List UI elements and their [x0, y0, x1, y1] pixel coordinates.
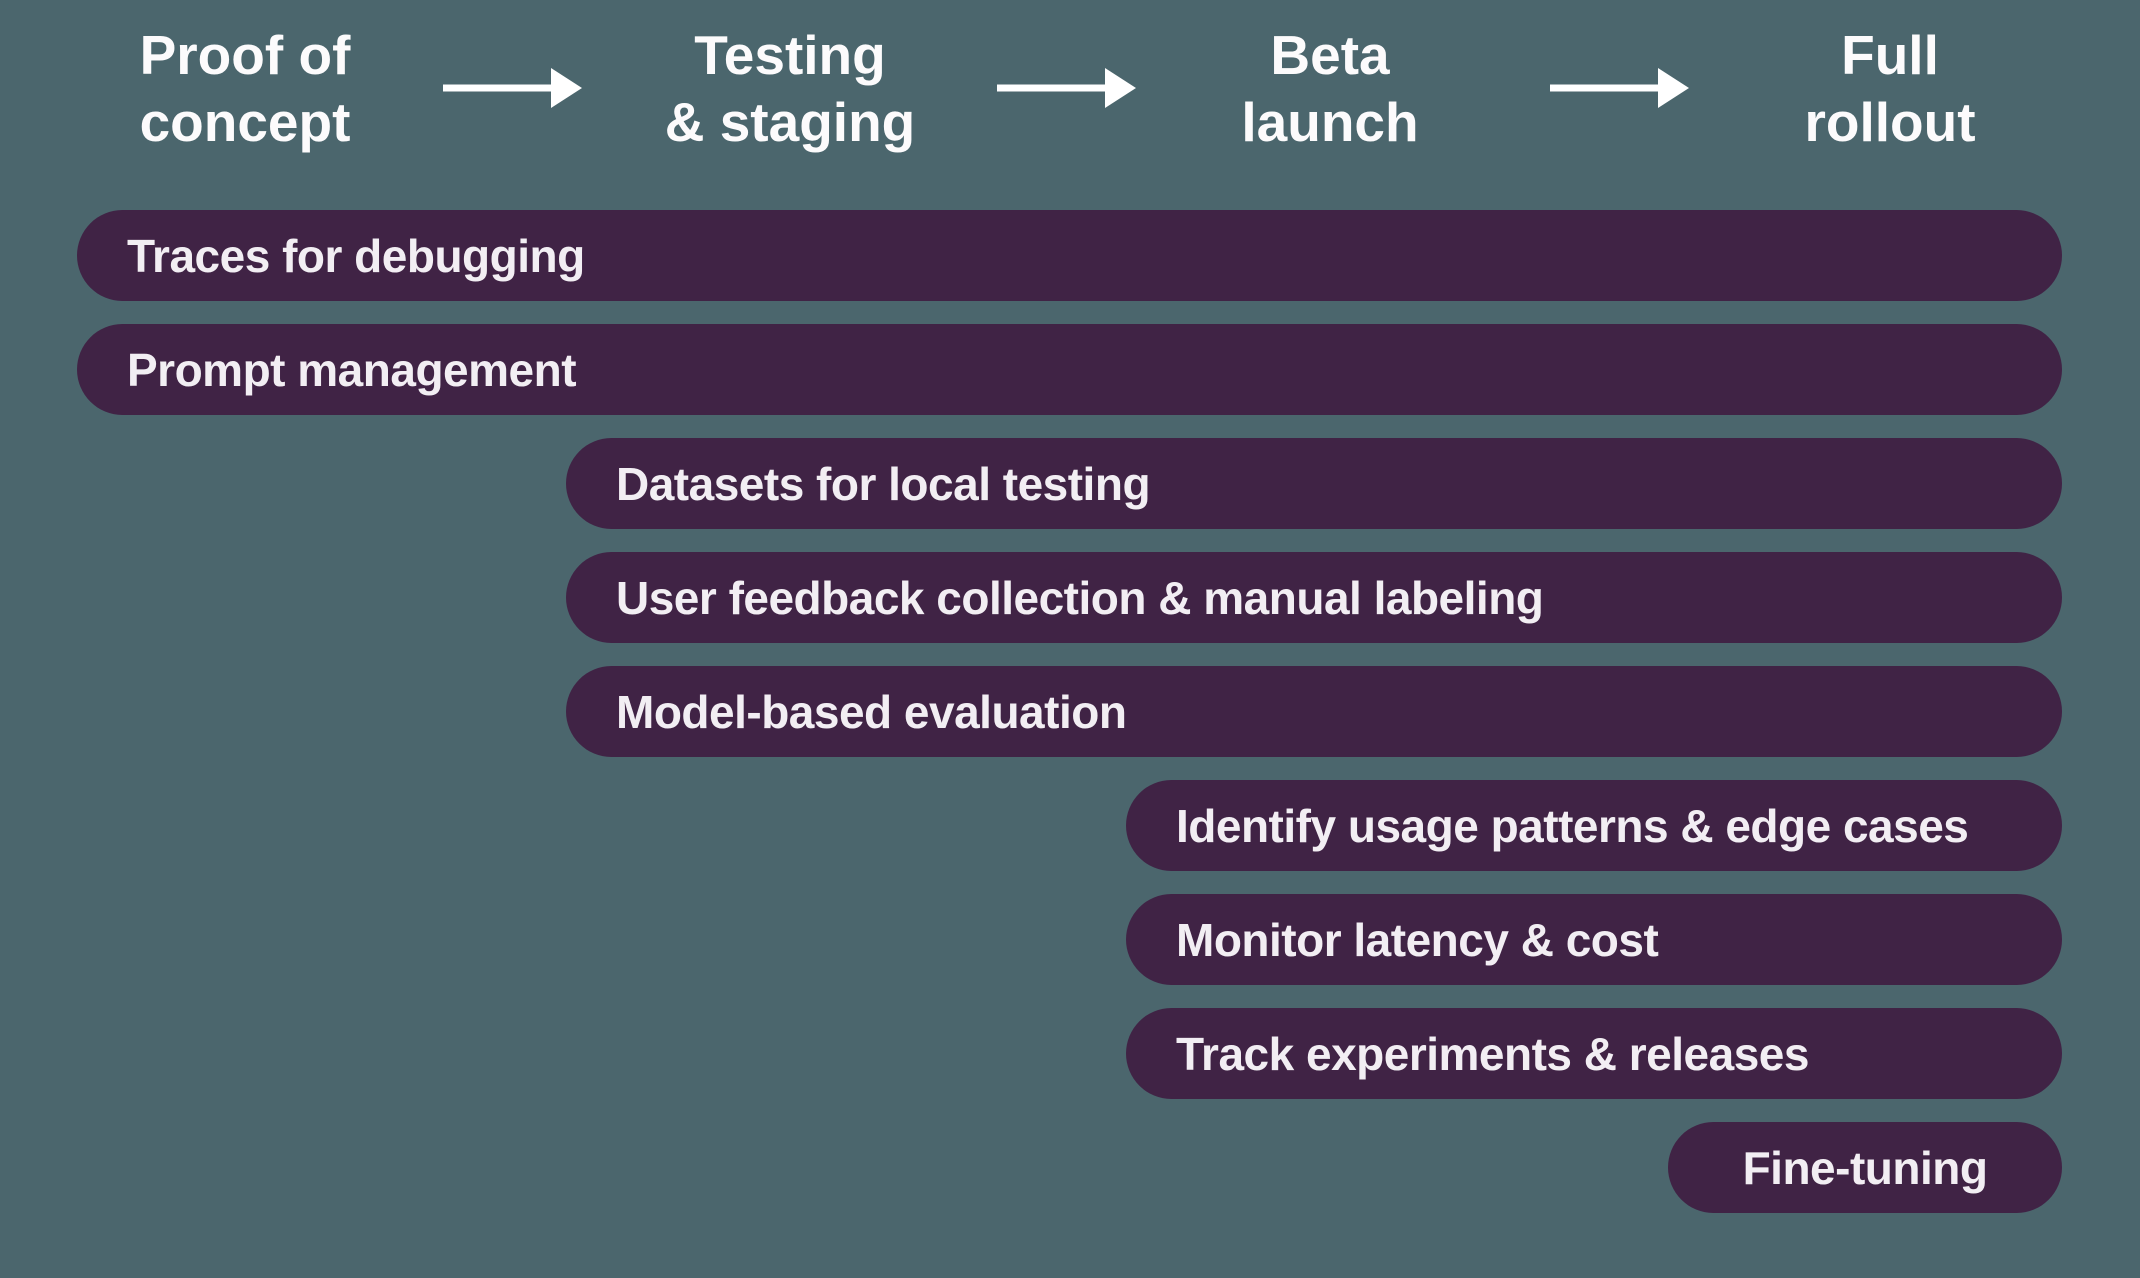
- phase-header-proof-of-concept: Proof of concept: [139, 24, 351, 153]
- arrow-right-icon: [997, 68, 1136, 108]
- bar-model-based-evaluation: Model-based evaluation: [566, 666, 2062, 757]
- bar-prompt-management: Prompt management: [77, 324, 2062, 415]
- bar-traces-for-debugging: Traces for debugging: [77, 210, 2062, 301]
- phase-header-testing-staging: Testing & staging: [664, 24, 916, 153]
- arrow-right-icon: [1550, 68, 1689, 108]
- bar-track-experiments-releases: Track experiments & releases: [1126, 1008, 2062, 1099]
- phase-header-full-rollout: Full rollout: [1804, 24, 1976, 153]
- phase-header-beta-launch: Beta launch: [1241, 24, 1419, 153]
- arrow-right-icon: [443, 68, 582, 108]
- bar-user-feedback-collection: User feedback collection & manual labeli…: [566, 552, 2062, 643]
- bar-datasets-for-local-testing: Datasets for local testing: [566, 438, 2062, 529]
- bar-monitor-latency-cost: Monitor latency & cost: [1126, 894, 2062, 985]
- bar-fine-tuning: Fine-tuning: [1668, 1122, 2062, 1213]
- bar-identify-usage-patterns: Identify usage patterns & edge cases: [1126, 780, 2062, 871]
